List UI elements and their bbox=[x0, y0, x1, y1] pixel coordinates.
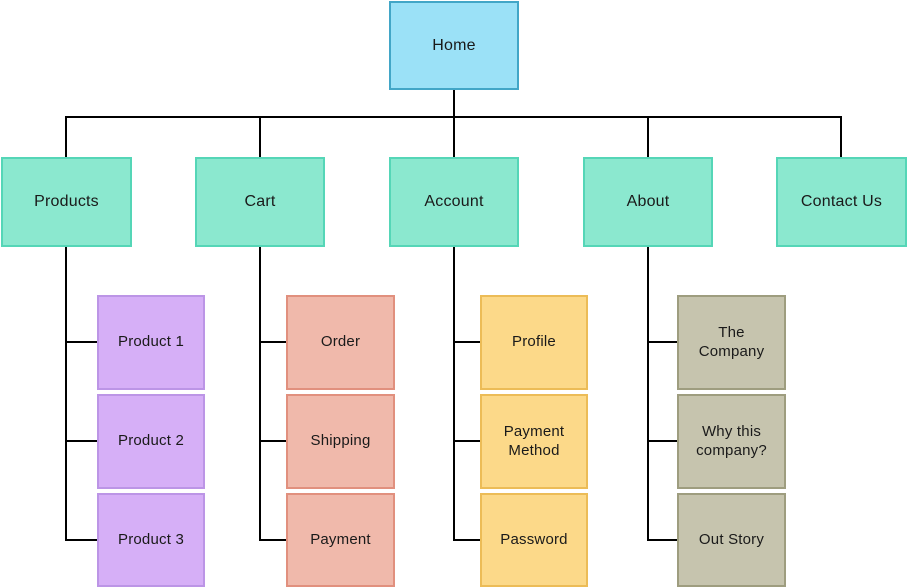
node-out-story[interactable]: Out Story bbox=[677, 493, 786, 587]
node-payment[interactable]: Payment bbox=[286, 493, 395, 587]
node-the-company-label: The Company bbox=[698, 323, 765, 360]
connector-stub bbox=[453, 539, 480, 541]
node-profile[interactable]: Profile bbox=[480, 295, 588, 390]
node-the-company[interactable]: The Company bbox=[677, 295, 786, 390]
connector-trunk-cart bbox=[259, 247, 261, 541]
connector-drop-products bbox=[65, 117, 67, 157]
connector-stub bbox=[259, 440, 286, 442]
node-product-2-label: Product 2 bbox=[117, 432, 184, 450]
connector-stub bbox=[65, 341, 97, 343]
node-product-1-label: Product 1 bbox=[117, 333, 184, 351]
node-payment-method[interactable]: Payment Method bbox=[480, 394, 588, 489]
node-home-label: Home bbox=[432, 36, 476, 54]
node-why-this-company[interactable]: Why this company? bbox=[677, 394, 786, 489]
node-payment-label: Payment bbox=[310, 530, 371, 548]
node-profile-label: Profile bbox=[512, 333, 556, 351]
connector-stub bbox=[647, 539, 677, 541]
connector-trunk-products bbox=[65, 247, 67, 541]
node-shipping[interactable]: Shipping bbox=[286, 394, 395, 489]
node-products[interactable]: Products bbox=[1, 157, 132, 247]
connector-stub bbox=[65, 539, 97, 541]
connector-stub bbox=[65, 440, 97, 442]
node-shipping-label: Shipping bbox=[310, 432, 371, 450]
connector-drop-about bbox=[647, 117, 649, 157]
node-account[interactable]: Account bbox=[389, 157, 519, 247]
node-about-label: About bbox=[626, 193, 670, 210]
connector-drop-account bbox=[453, 117, 455, 157]
connector-stub bbox=[453, 341, 480, 343]
connector-stub bbox=[453, 440, 480, 442]
node-out-story-label: Out Story bbox=[698, 530, 765, 548]
node-product-1[interactable]: Product 1 bbox=[97, 295, 205, 390]
node-order-label: Order bbox=[320, 333, 361, 351]
connector-drop-cart bbox=[259, 117, 261, 157]
node-home[interactable]: Home bbox=[389, 1, 519, 90]
connector-stub bbox=[259, 539, 286, 541]
node-product-3[interactable]: Product 3 bbox=[97, 493, 205, 587]
node-account-label: Account bbox=[424, 193, 484, 210]
node-password-label: Password bbox=[500, 530, 568, 548]
node-product-3-label: Product 3 bbox=[117, 530, 184, 548]
node-order[interactable]: Order bbox=[286, 295, 395, 390]
node-contact-us[interactable]: Contact Us bbox=[776, 157, 907, 247]
connector-stub bbox=[647, 341, 677, 343]
node-product-2[interactable]: Product 2 bbox=[97, 394, 205, 489]
connector-stub bbox=[259, 341, 286, 343]
connector-trunk-about bbox=[647, 247, 649, 541]
node-about[interactable]: About bbox=[583, 157, 713, 247]
connector-stub bbox=[647, 440, 677, 442]
node-why-this-company-label: Why this company? bbox=[696, 422, 767, 459]
connector-trunk-account bbox=[453, 247, 455, 541]
node-payment-method-label: Payment Method bbox=[503, 422, 565, 459]
node-cart-label: Cart bbox=[244, 193, 276, 210]
node-cart[interactable]: Cart bbox=[195, 157, 325, 247]
node-products-label: Products bbox=[34, 193, 99, 210]
node-password[interactable]: Password bbox=[480, 493, 588, 587]
connector-drop-contact bbox=[840, 117, 842, 157]
connector-home-stem bbox=[453, 90, 455, 117]
node-contact-us-label: Contact Us bbox=[800, 193, 883, 210]
